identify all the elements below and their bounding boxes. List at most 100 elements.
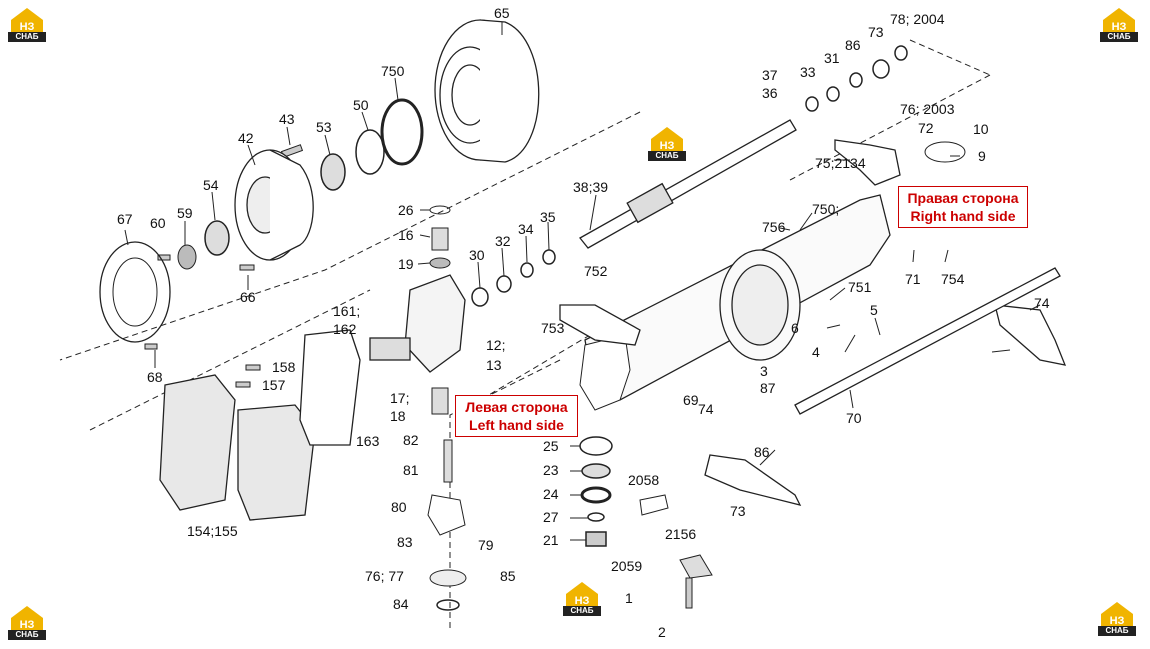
- callout: 78; 2004: [890, 11, 945, 27]
- plate-76: [924, 141, 966, 163]
- callout: 756: [762, 219, 786, 235]
- logo-text: СНАБ: [8, 630, 46, 640]
- logo-center: НЗ СНАБ: [648, 125, 686, 161]
- logo-bottom-right: НЗ СНАБ: [1098, 600, 1136, 636]
- right-side-ru: Правая сторона: [907, 190, 1019, 206]
- callout: 86: [845, 37, 861, 53]
- left-side-en: Left hand side: [469, 417, 564, 433]
- bolt-66: [239, 264, 255, 271]
- callout: 68: [147, 369, 163, 385]
- svg-text:НЗ: НЗ: [1110, 615, 1125, 627]
- logo-top-left: НЗ СНАБ: [8, 6, 46, 42]
- callout: 2: [658, 624, 666, 640]
- bolt-68: [144, 343, 158, 350]
- callout: 71: [905, 271, 921, 287]
- svg-text:НЗ: НЗ: [575, 595, 590, 607]
- callout: 163: [356, 433, 380, 449]
- pin-16: [431, 227, 449, 251]
- callout: 74: [698, 401, 714, 417]
- callout: 6: [791, 320, 799, 336]
- callout: 9: [978, 148, 986, 164]
- callout: 161;: [333, 303, 360, 319]
- callout: 2156: [665, 526, 696, 542]
- callout: 73: [868, 24, 884, 40]
- callout: 1: [625, 590, 633, 606]
- callout: 42: [238, 130, 254, 146]
- callout: 81: [403, 462, 419, 478]
- callout: 82: [403, 432, 419, 448]
- callout: 59: [177, 205, 193, 221]
- arm-71: [559, 304, 641, 346]
- caliper-mount-161: [299, 329, 361, 446]
- callout: 38;39: [573, 179, 608, 195]
- callout: 50: [353, 97, 369, 113]
- gasket-67: [99, 241, 171, 343]
- callout: 66: [240, 289, 256, 305]
- callout: 750;: [812, 201, 839, 217]
- arm-69: [704, 454, 802, 506]
- callout: 54: [203, 177, 219, 193]
- callout: 70: [846, 410, 862, 426]
- callout: 24: [543, 486, 559, 502]
- callout: 25: [543, 438, 559, 454]
- bolt-60: [157, 254, 171, 261]
- callout: 60: [150, 215, 166, 231]
- arm-72: [834, 139, 901, 186]
- callout: 16: [398, 227, 414, 243]
- logo-text: СНАБ: [1098, 626, 1136, 636]
- logo-house-icon: НЗ: [1103, 8, 1135, 33]
- callout: 751: [848, 279, 872, 295]
- callout: 35: [540, 209, 556, 225]
- tie-rod: [794, 267, 1061, 415]
- callout: 75;2134: [815, 155, 866, 171]
- callout: 26: [398, 202, 414, 218]
- logo-text: СНАБ: [563, 606, 601, 616]
- callout: 752: [584, 263, 608, 279]
- svg-text:НЗ: НЗ: [1112, 21, 1127, 33]
- brake-disc: [434, 19, 540, 163]
- callout: 53: [316, 119, 332, 135]
- callout: 32: [495, 233, 511, 249]
- callout: 23: [543, 462, 559, 478]
- callout: 4: [812, 344, 820, 360]
- pin-17: [431, 387, 449, 415]
- svg-text:НЗ: НЗ: [20, 21, 35, 33]
- logo-house-icon: НЗ: [11, 8, 43, 33]
- callout: 2059: [611, 558, 642, 574]
- left-side-label: Левая сторона Left hand side: [455, 395, 578, 437]
- callout: 76; 2003: [900, 101, 955, 117]
- bolt-158: [245, 364, 261, 371]
- brake-caliper: [159, 374, 316, 521]
- bearing-54: [204, 220, 230, 256]
- callout: 72: [918, 120, 934, 136]
- logo-house-icon: НЗ: [566, 582, 598, 607]
- clip-2058b: [679, 554, 713, 579]
- callout: 36: [762, 85, 778, 101]
- callout: 162: [333, 321, 357, 337]
- logo-top-right: НЗ СНАБ: [1100, 6, 1138, 42]
- plate-76-77: [429, 569, 467, 587]
- oring-84: [436, 599, 460, 611]
- callout: 74: [1034, 295, 1050, 311]
- arm-70: [994, 304, 1067, 366]
- gasket-67-inner: [112, 257, 158, 327]
- callout: 73: [730, 503, 746, 519]
- axle-housing: [584, 194, 891, 401]
- logo-house-icon: НЗ: [1101, 602, 1133, 627]
- callout: 19: [398, 256, 414, 272]
- drive-shaft: [579, 119, 797, 249]
- callout: 65: [494, 5, 510, 21]
- wheel-hub: [234, 149, 314, 261]
- callout: 86: [754, 444, 770, 460]
- callout: 21: [543, 532, 559, 548]
- callout: 43: [279, 111, 295, 127]
- callout: 154;155: [187, 523, 238, 539]
- callout: 33: [800, 64, 816, 80]
- callout: 3: [760, 363, 768, 379]
- left-side-ru: Левая сторона: [465, 399, 568, 415]
- leaders: [124, 22, 1041, 541]
- callout: 12;: [486, 337, 505, 353]
- svg-text:НЗ: НЗ: [20, 619, 35, 631]
